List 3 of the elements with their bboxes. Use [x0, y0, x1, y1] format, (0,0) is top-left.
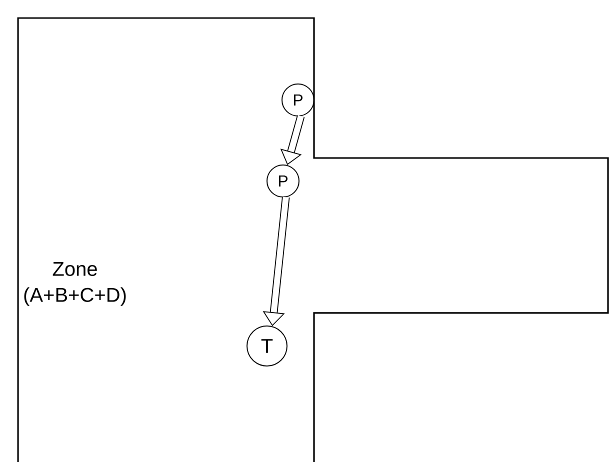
circle-node: P — [282, 83, 314, 116]
circle-node: P — [266, 164, 300, 198]
circle-node: T — [246, 325, 288, 366]
